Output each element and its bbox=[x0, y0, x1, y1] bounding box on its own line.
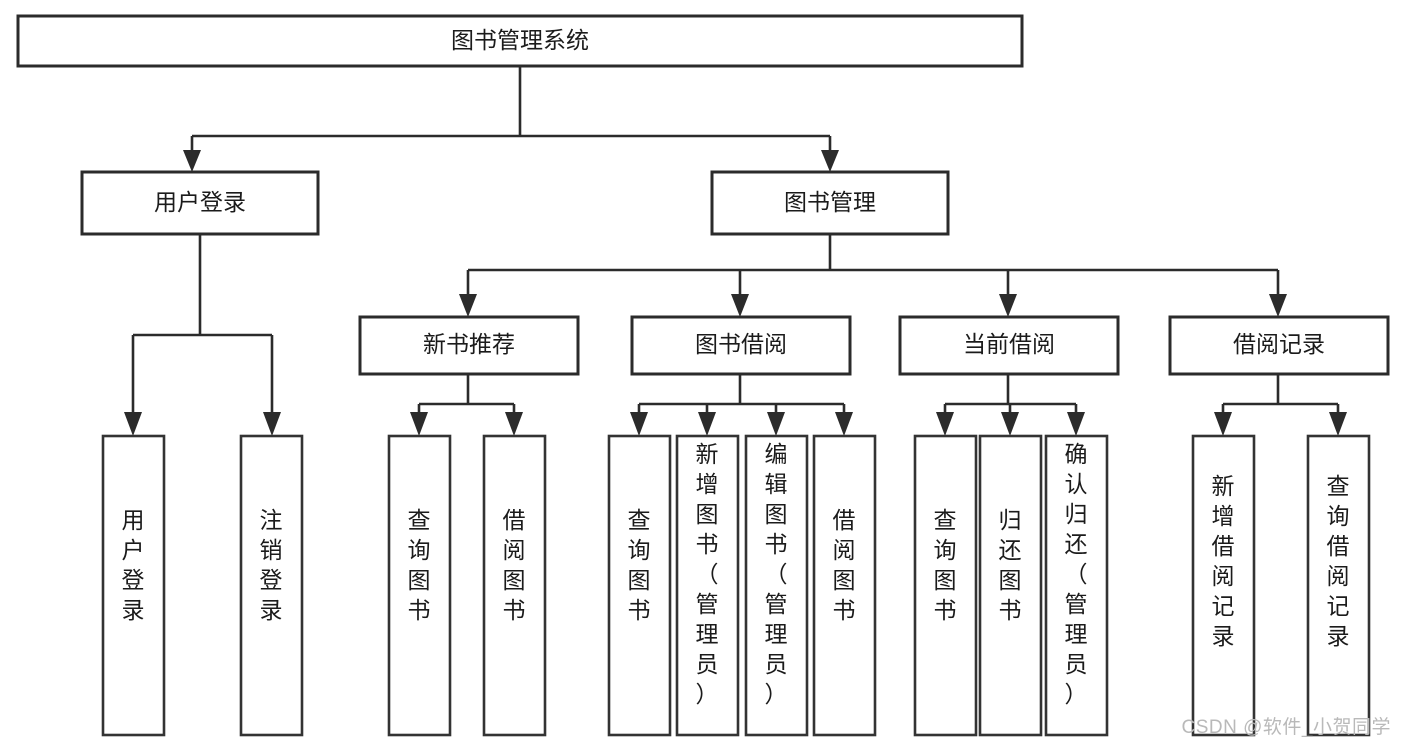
arrowhead-leaf-borrow-book-1 bbox=[505, 412, 523, 436]
node-current-borrow[interactable]: 当前借阅 bbox=[898, 315, 1120, 376]
node-leaf-query-book-1-box[interactable] bbox=[387, 434, 452, 737]
node-leaf-borrow-book-2[interactable]: 借阅图书 bbox=[812, 434, 877, 737]
node-book-borrow-label: 图书借阅 bbox=[695, 331, 787, 357]
node-leaf-edit-book-label: 编辑图书（管理员） bbox=[765, 441, 788, 707]
node-leaf-query-book-1[interactable]: 查询图书 bbox=[387, 434, 452, 737]
arrowhead-book-manage bbox=[821, 150, 839, 172]
node-leaf-user-login-box[interactable] bbox=[101, 434, 166, 737]
node-leaf-query-book-3-label: 查询图书 bbox=[934, 507, 957, 623]
arrowhead-leaf-edit-book bbox=[767, 412, 785, 436]
node-current-borrow-label: 当前借阅 bbox=[963, 331, 1055, 357]
node-root[interactable]: 图书管理系统 bbox=[16, 14, 1024, 68]
node-root-box[interactable] bbox=[16, 14, 1024, 68]
node-leaf-user-login-label: 用户登录 bbox=[122, 507, 145, 623]
arrowhead-leaf-return-book bbox=[1001, 412, 1019, 436]
node-user-login[interactable]: 用户登录 bbox=[80, 170, 320, 236]
node-book-manage-label: 图书管理 bbox=[784, 189, 876, 215]
node-leaf-logout-box[interactable] bbox=[239, 434, 304, 737]
node-leaf-query-record[interactable]: 查询借阅记录 bbox=[1306, 434, 1371, 737]
arrowhead-leaf-query-record bbox=[1329, 412, 1347, 436]
node-leaf-borrow-book-2-box[interactable] bbox=[812, 434, 877, 737]
node-leaf-query-book-1-label: 查询图书 bbox=[408, 507, 431, 623]
arrowhead-leaf-confirm-return bbox=[1067, 412, 1085, 436]
node-user-login-label: 用户登录 bbox=[154, 189, 246, 215]
node-root-label: 图书管理系统 bbox=[451, 27, 589, 53]
node-leaf-logout-label: 注销登录 bbox=[260, 507, 283, 623]
node-leaf-query-book-3[interactable]: 查询图书 bbox=[913, 434, 978, 737]
node-leaf-query-book-2-box[interactable] bbox=[607, 434, 672, 737]
node-book-borrow-box[interactable] bbox=[630, 315, 852, 376]
node-leaf-edit-book[interactable]: 编辑图书（管理员） bbox=[744, 434, 809, 737]
arrowhead-leaf-query-book-3 bbox=[936, 412, 954, 436]
node-leaf-user-login[interactable]: 用户登录 bbox=[101, 434, 166, 737]
node-book-manage-box[interactable] bbox=[710, 170, 950, 236]
node-leaf-add-record[interactable]: 新增借阅记录 bbox=[1191, 434, 1256, 737]
node-leaf-query-record-label: 查询借阅记录 bbox=[1327, 473, 1350, 649]
csdn-watermark: CSDN @软件_小贺同学 bbox=[1181, 717, 1391, 738]
arrowhead-leaf-logout bbox=[263, 412, 281, 436]
node-leaf-borrow-book-1-label: 借阅图书 bbox=[503, 507, 526, 623]
node-user-login-box[interactable] bbox=[80, 170, 320, 236]
node-leaf-query-record-box[interactable] bbox=[1306, 434, 1371, 737]
arrowhead-leaf-query-book-1 bbox=[410, 412, 428, 436]
arrowhead-user-login bbox=[183, 150, 201, 172]
node-leaf-borrow-book-1[interactable]: 借阅图书 bbox=[482, 434, 547, 737]
node-leaf-return-book-label: 归还图书 bbox=[999, 507, 1022, 623]
node-leaf-logout[interactable]: 注销登录 bbox=[239, 434, 304, 737]
arrowhead-current-borrow bbox=[999, 294, 1017, 317]
arrowhead-new-book-rec bbox=[459, 294, 477, 317]
node-borrow-record-label: 借阅记录 bbox=[1233, 331, 1325, 357]
arrowhead-borrow-record bbox=[1269, 294, 1287, 317]
arrowhead-leaf-add-book bbox=[698, 412, 716, 436]
node-leaf-add-book-box[interactable] bbox=[675, 434, 740, 737]
node-borrow-record[interactable]: 借阅记录 bbox=[1168, 315, 1390, 376]
node-leaf-confirm-return-box[interactable] bbox=[1044, 434, 1109, 737]
node-leaf-query-book-3-box[interactable] bbox=[913, 434, 978, 737]
arrowhead-leaf-borrow-book-2 bbox=[835, 412, 853, 436]
node-leaf-add-record-box[interactable] bbox=[1191, 434, 1256, 737]
node-leaf-query-book-2-label: 查询图书 bbox=[628, 507, 651, 623]
node-leaf-query-book-2[interactable]: 查询图书 bbox=[607, 434, 672, 737]
node-leaf-add-record-label: 新增借阅记录 bbox=[1212, 473, 1235, 649]
node-new-book-rec[interactable]: 新书推荐 bbox=[358, 315, 580, 376]
arrowhead-leaf-query-book-2 bbox=[630, 412, 648, 436]
node-current-borrow-box[interactable] bbox=[898, 315, 1120, 376]
node-leaf-return-book[interactable]: 归还图书 bbox=[978, 434, 1043, 737]
node-leaf-add-book-label: 新增图书（管理员） bbox=[696, 441, 719, 707]
arrowhead-leaf-user-login bbox=[124, 412, 142, 436]
arrowhead-book-borrow bbox=[731, 294, 749, 317]
node-leaf-return-book-box[interactable] bbox=[978, 434, 1043, 737]
node-book-borrow[interactable]: 图书借阅 bbox=[630, 315, 852, 376]
node-book-manage[interactable]: 图书管理 bbox=[710, 170, 950, 236]
node-new-book-rec-box[interactable] bbox=[358, 315, 580, 376]
node-borrow-record-box[interactable] bbox=[1168, 315, 1390, 376]
arrowhead-leaf-add-record bbox=[1214, 412, 1232, 436]
node-new-book-rec-label: 新书推荐 bbox=[423, 331, 515, 357]
node-leaf-add-book[interactable]: 新增图书（管理员） bbox=[675, 434, 740, 737]
node-leaf-confirm-return[interactable]: 确认归还（管理员） bbox=[1044, 434, 1109, 737]
node-leaf-confirm-return-label: 确认归还（管理员） bbox=[1065, 441, 1088, 707]
node-leaf-borrow-book-2-label: 借阅图书 bbox=[833, 507, 856, 623]
node-leaf-borrow-book-1-box[interactable] bbox=[482, 434, 547, 737]
edge-layer bbox=[124, 66, 1347, 436]
node-leaf-edit-book-box[interactable] bbox=[744, 434, 809, 737]
